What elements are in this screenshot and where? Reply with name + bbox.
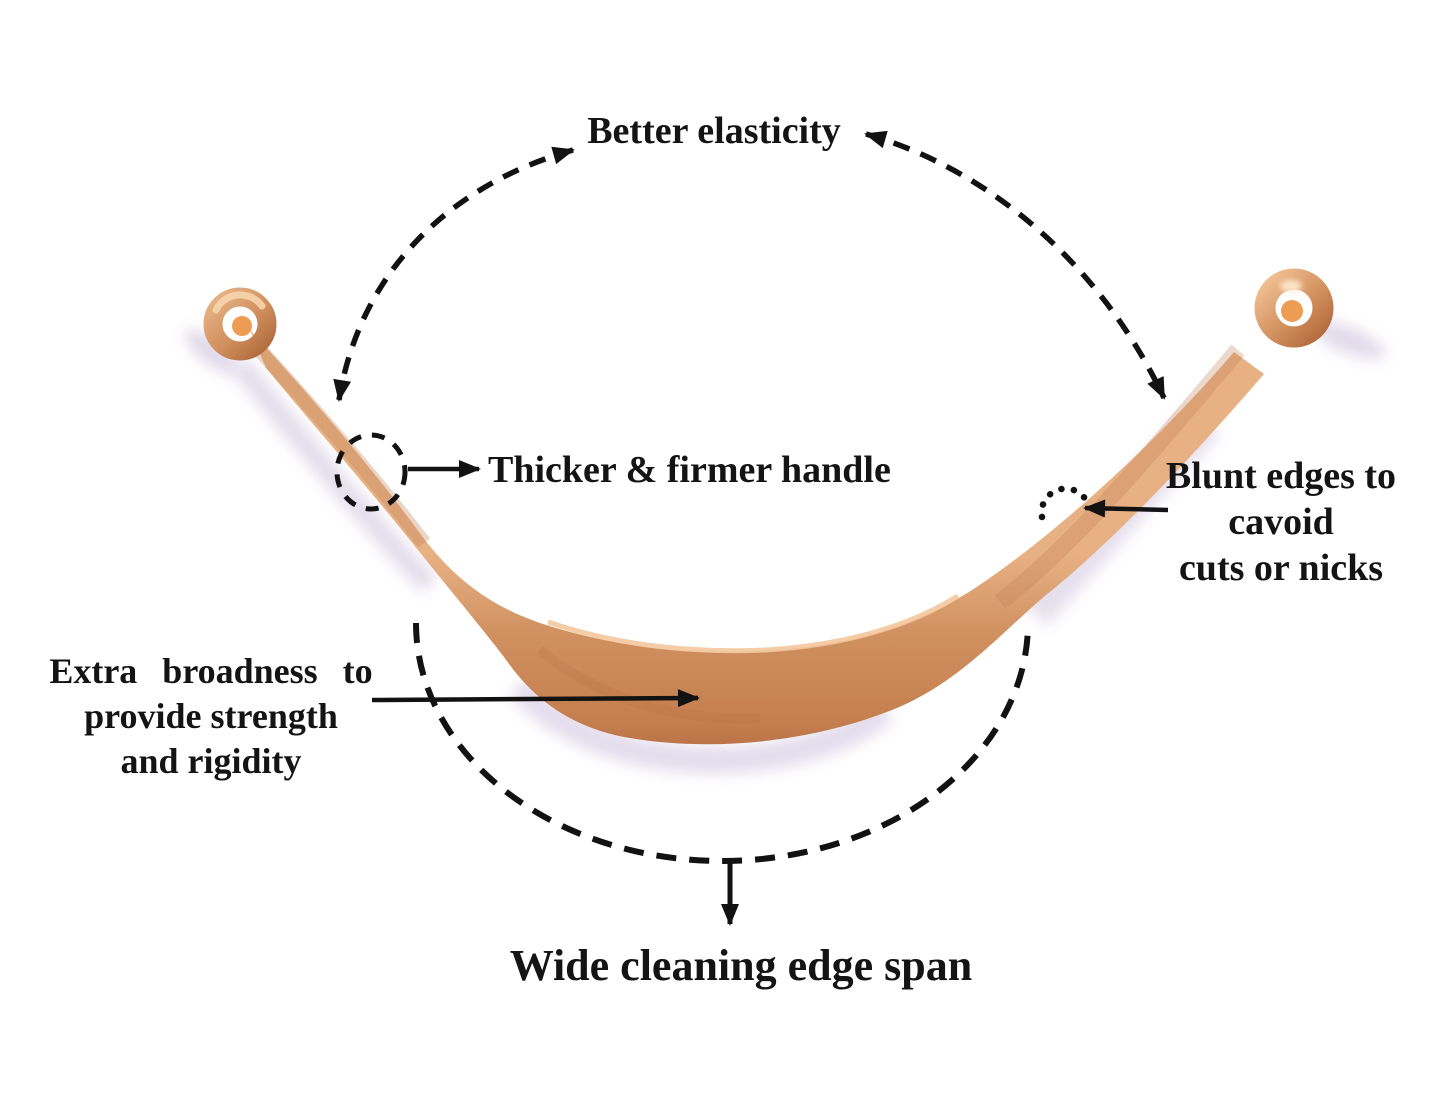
extra-broadness-line-3: and rigidity bbox=[120, 741, 301, 781]
blunt-edges-line-3: cuts or nicks bbox=[1179, 547, 1383, 589]
right-loop bbox=[1254, 268, 1334, 348]
tongue-cleaner-body bbox=[250, 330, 1264, 745]
wide-edge-label: Wide cleaning edge span bbox=[510, 941, 972, 990]
right-loop-glow bbox=[1281, 300, 1303, 322]
left-loop-highlight bbox=[212, 291, 266, 314]
extra-broadness-label: Extra broadness to provide strength and … bbox=[49, 651, 372, 781]
blunt-edges-arrow bbox=[1083, 499, 1169, 518]
right-loop-shadow bbox=[1310, 320, 1386, 360]
elasticity-arc-left bbox=[333, 146, 575, 402]
labels: Better elasticity Thicker & firmer handl… bbox=[49, 110, 1396, 990]
left-handle-tone bbox=[252, 342, 430, 548]
blunt-edges-line-1: Blunt edges to bbox=[1166, 455, 1396, 497]
annotations bbox=[333, 130, 1169, 926]
handle-dashed-circle bbox=[334, 432, 408, 512]
cleaning-span-arc bbox=[413, 622, 1031, 864]
band-shadow bbox=[508, 675, 894, 774]
right-loop-specular bbox=[1280, 280, 1302, 292]
extra-broadness-line-2: provide strength bbox=[84, 696, 338, 736]
left-loop-glow bbox=[232, 316, 252, 336]
tongue-cleaner bbox=[203, 268, 1334, 745]
thicker-handle-label: Thicker & firmer handle bbox=[488, 449, 891, 491]
better-elasticity-label: Better elasticity bbox=[587, 110, 841, 152]
blunt-edges-label: Blunt edges to cavoid cuts or nicks bbox=[1166, 455, 1396, 589]
extra-broadness-arrow bbox=[371, 689, 700, 708]
blunt-edges-line-2: cavoid bbox=[1228, 501, 1334, 543]
band-inner-shade bbox=[536, 646, 761, 724]
band-top-highlight bbox=[547, 593, 960, 654]
extra-broadness-line-1: Extra broadness to bbox=[49, 651, 372, 691]
left-loop-shadow bbox=[184, 329, 240, 375]
right-handle-tone bbox=[994, 344, 1245, 609]
elasticity-arc-right bbox=[864, 130, 1167, 400]
